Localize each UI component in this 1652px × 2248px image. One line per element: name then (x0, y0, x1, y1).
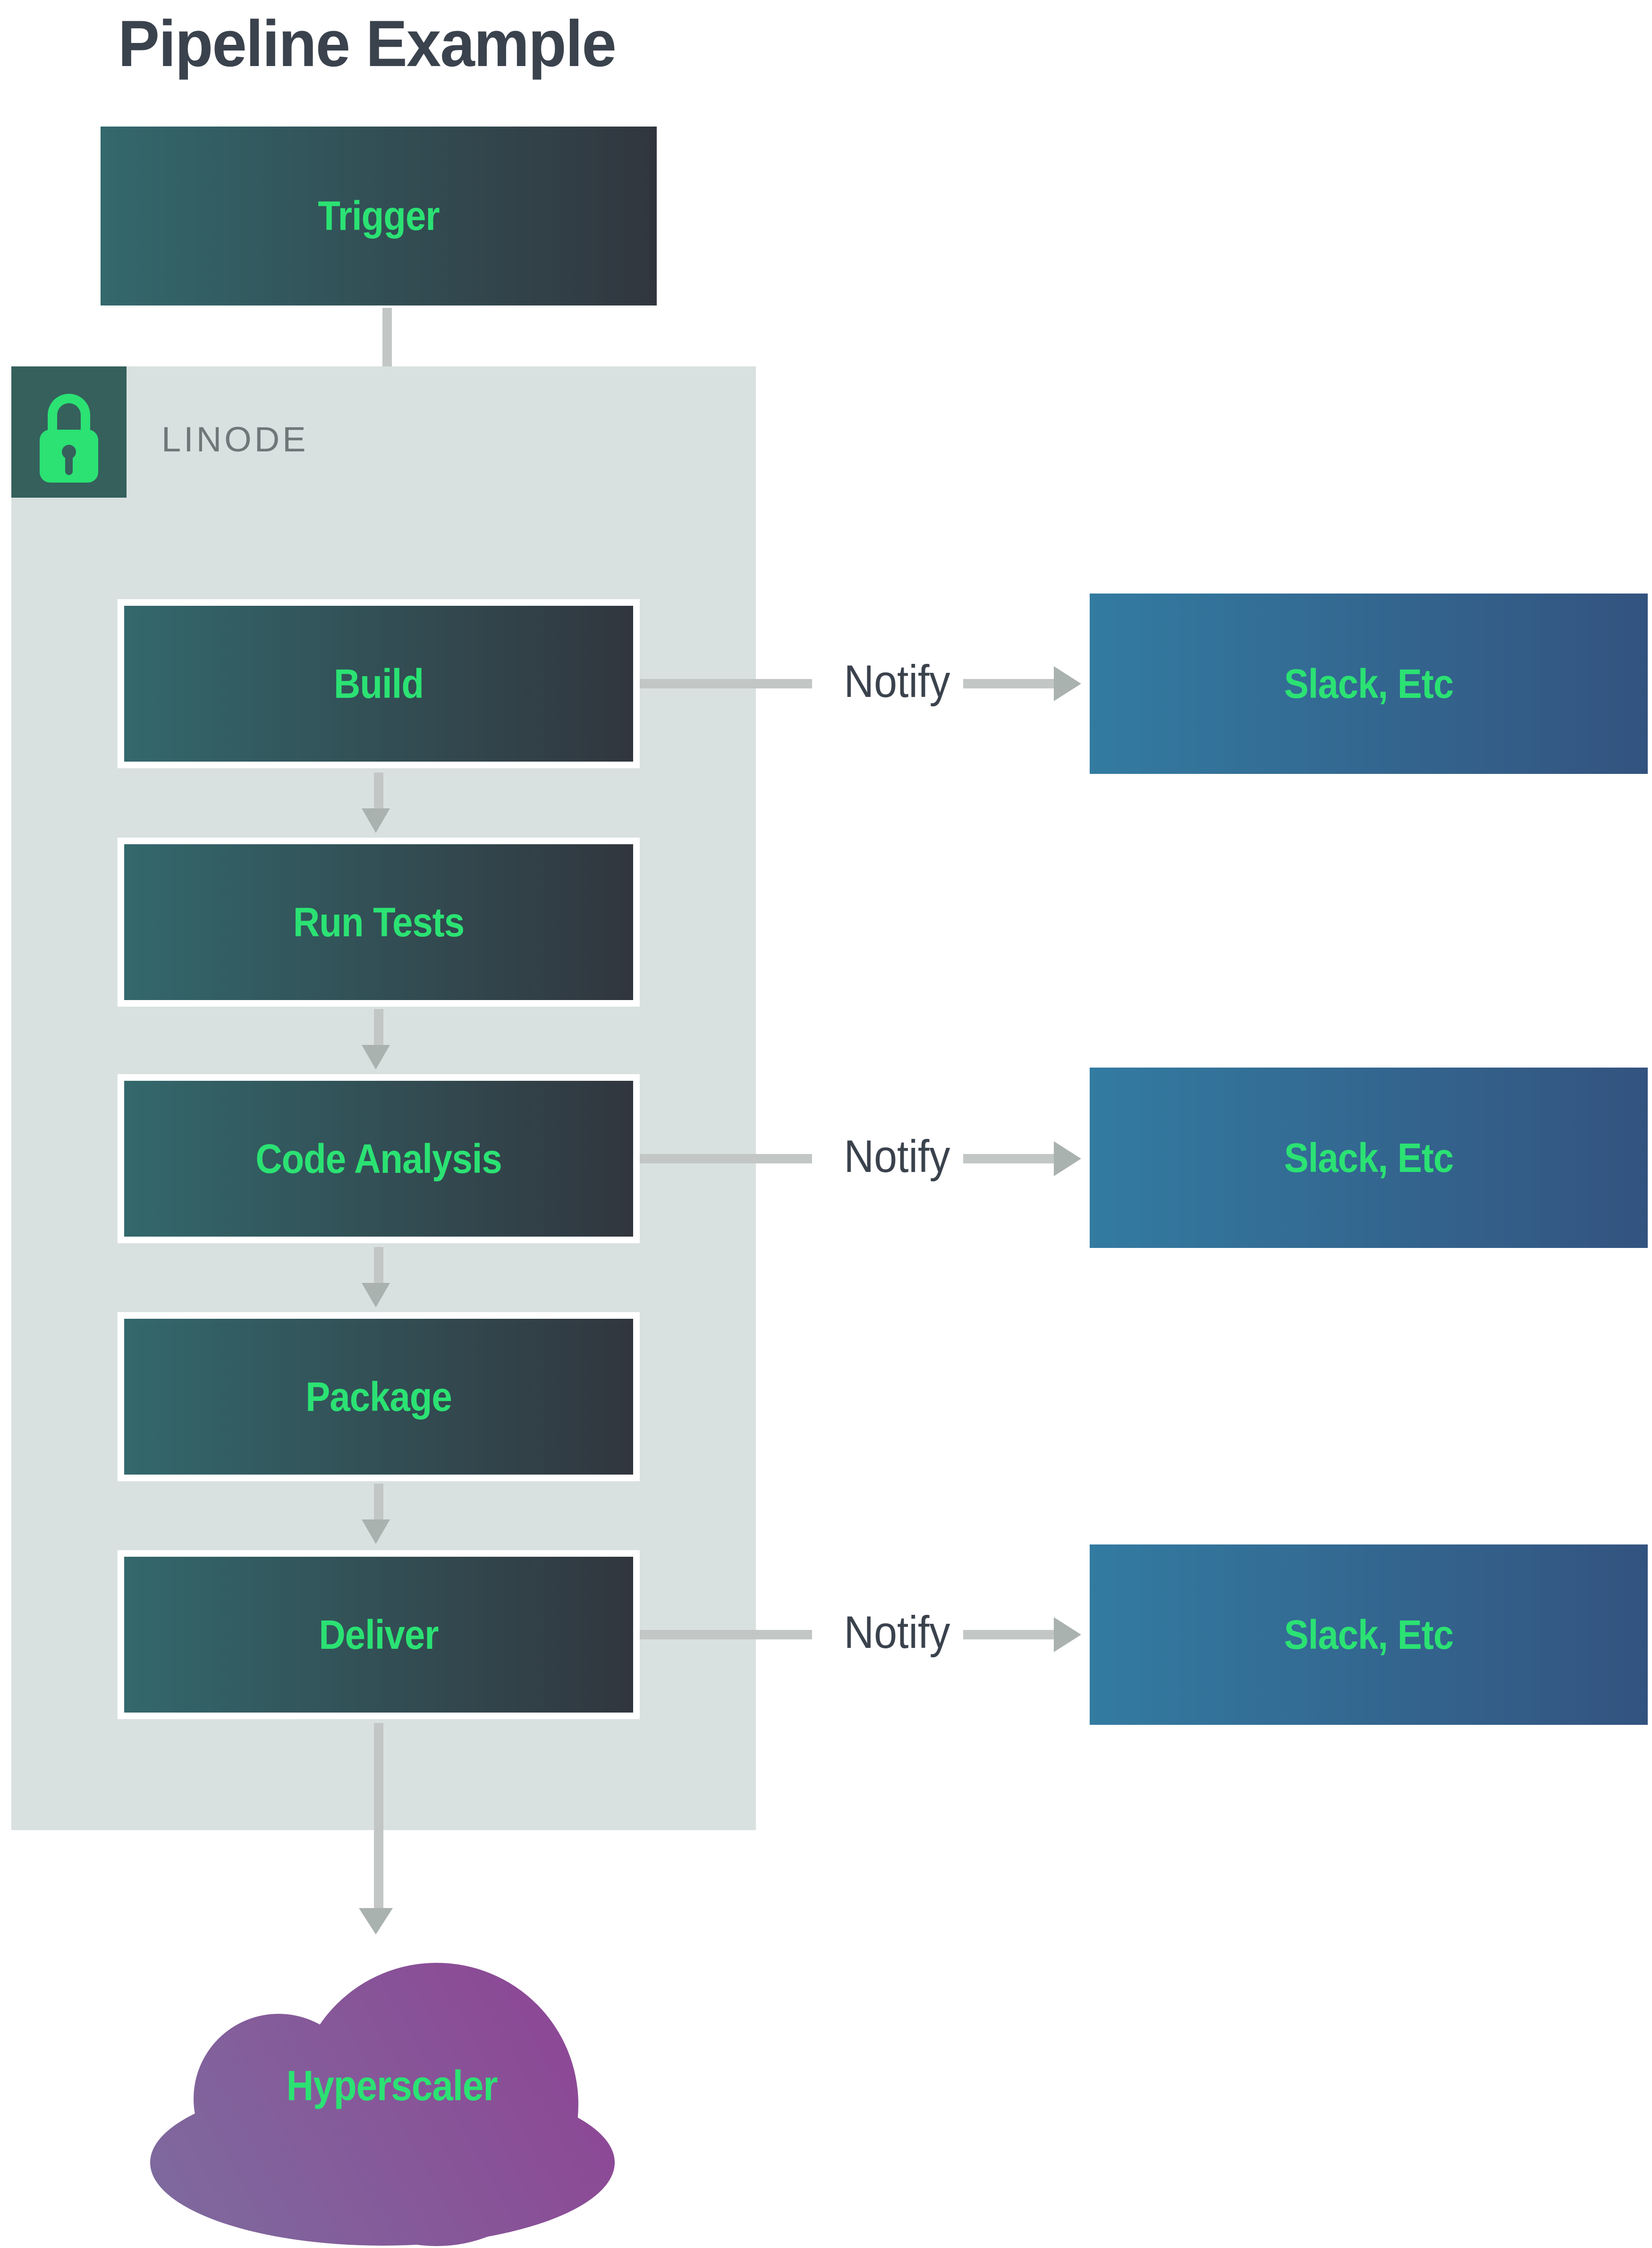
notify-target-node: Slack, Etc (1090, 1544, 1648, 1725)
notify-label: Notify (844, 655, 950, 707)
arrow-build-to-run-tests-head (362, 808, 390, 833)
notify-label: Notify (844, 1130, 950, 1182)
notify-target-label: Slack, Etc (1284, 660, 1454, 707)
notify-arrow-code-analysis-head (1054, 1141, 1081, 1176)
lock-icon (11, 366, 127, 498)
stage-label: Build (334, 660, 424, 707)
stage-node-build: Build (118, 599, 640, 768)
cloud-icon (150, 1963, 615, 2246)
arrow-code-analysis-to-package-head (362, 1283, 390, 1307)
arrow-package-to-deliver-shaft (374, 1484, 383, 1519)
stage-node-deliver: Deliver (118, 1550, 640, 1719)
arrow-run-tests-to-code-analysis-head (362, 1045, 390, 1069)
notify-target-node: Slack, Etc (1090, 1068, 1648, 1248)
page-title: Pipeline Example (118, 7, 617, 80)
stage-label: Run Tests (293, 899, 465, 945)
trigger-label: Trigger (318, 192, 440, 239)
arrow-deliver-to-hyperscaler-shaft (374, 1723, 383, 1908)
notify-arrow-deliver-shaft (963, 1630, 1054, 1639)
notify-line-code-analysis (640, 1154, 812, 1163)
notify-target-label: Slack, Etc (1284, 1134, 1454, 1181)
stage-label: Package (305, 1373, 452, 1420)
stage-label: Deliver (319, 1611, 439, 1658)
notify-arrow-build-shaft (963, 679, 1054, 688)
notify-arrow-code-analysis-shaft (963, 1154, 1054, 1163)
stage-node-code-analysis: Code Analysis (118, 1074, 640, 1243)
arrow-deliver-to-hyperscaler-head (359, 1908, 393, 1934)
stage-node-package: Package (118, 1312, 640, 1481)
arrow-build-to-run-tests-shaft (374, 772, 383, 808)
notify-line-build (640, 679, 812, 688)
notify-label: Notify (844, 1606, 950, 1658)
stage-label: Code Analysis (255, 1135, 502, 1182)
platform-label: LINODE (161, 420, 309, 459)
notify-line-deliver (640, 1630, 812, 1639)
notify-target-node: Slack, Etc (1090, 594, 1648, 774)
destination-label: Hyperscaler (286, 2062, 498, 2110)
trigger-node: Trigger (101, 127, 657, 305)
notify-arrow-build-head (1054, 666, 1081, 701)
lock-badge (11, 366, 127, 498)
stage-node-run-tests: Run Tests (118, 838, 640, 1007)
arrow-package-to-deliver-head (362, 1519, 390, 1544)
notify-arrow-deliver-head (1054, 1617, 1081, 1652)
destination-node: Hyperscaler (250, 2062, 534, 2110)
lock-keyhole-stem (65, 454, 73, 475)
notify-target-label: Slack, Etc (1284, 1611, 1454, 1658)
arrow-run-tests-to-code-analysis-shaft (374, 1009, 383, 1045)
arrow-code-analysis-to-package-shaft (374, 1247, 383, 1283)
